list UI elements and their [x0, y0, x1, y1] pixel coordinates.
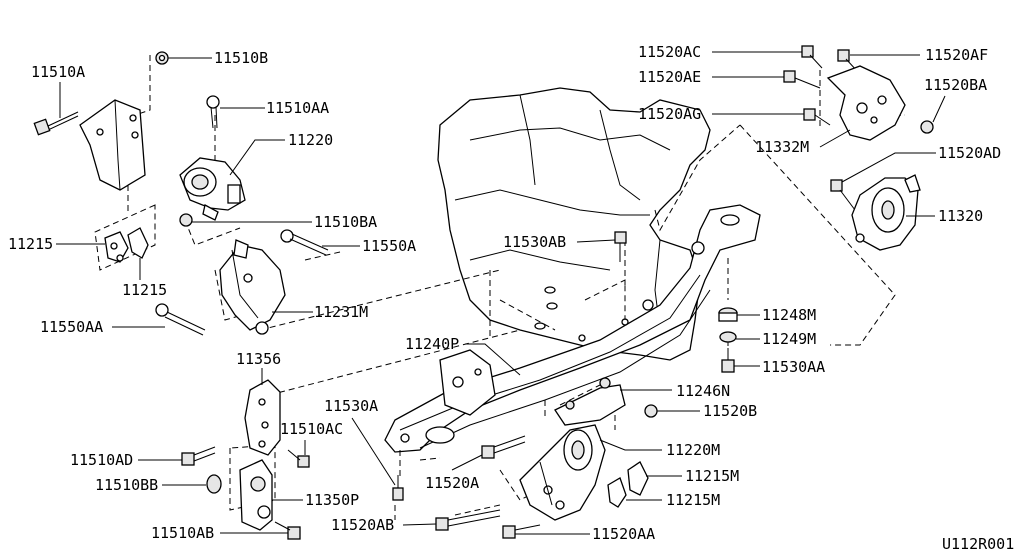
- callout-11510ad: 11510AD: [70, 451, 133, 469]
- callout-11215m-lower: 11215M: [666, 491, 720, 509]
- bolt-11530aa: [721, 348, 735, 373]
- bolt-11520a: [481, 435, 526, 459]
- spacers-11215m: [607, 461, 649, 508]
- front-crossmember: [384, 204, 761, 453]
- callout-11530ab: 11530AB: [503, 233, 566, 251]
- callout-11215-bottom: 11215: [122, 281, 167, 299]
- callout-11510ab: 11510AB: [151, 524, 214, 542]
- callout-11520ae: 11520AE: [638, 68, 701, 86]
- bolt-11530a: [392, 475, 404, 501]
- leader-lines: [56, 51, 946, 535]
- callout-11520b: 11520B: [703, 402, 757, 420]
- callout-11220m: 11220M: [666, 441, 720, 459]
- callout-11320: 11320: [938, 207, 983, 225]
- callout-11248m: 11248M: [762, 306, 816, 324]
- bolt-11520aa: [502, 524, 541, 539]
- callout-11246n: 11246N: [676, 382, 730, 400]
- diagram-code: U112R001: [942, 535, 1014, 553]
- nut-11510b: [155, 51, 169, 65]
- bolt-11550a: [280, 229, 329, 256]
- callout-11220: 11220: [288, 131, 333, 149]
- insulator-11220m: [519, 424, 606, 521]
- callout-11231m: 11231M: [314, 303, 368, 321]
- callout-11215-left: 11215: [8, 235, 53, 253]
- bolt-11510a: [33, 111, 79, 136]
- nut-11520b: [644, 404, 658, 418]
- bolt-11520ab: [435, 509, 501, 531]
- bolt-11550aa: [155, 303, 206, 336]
- callout-11510aa: 11510AA: [266, 99, 329, 117]
- part-number-labels: 11510A 11510B 11510AA 11220 11510BA 1155…: [8, 43, 1014, 553]
- callout-11550a: 11550A: [362, 237, 416, 255]
- nut-11510ba: [179, 213, 193, 227]
- insulator-11350p: [239, 459, 273, 531]
- insulator-11320: [851, 174, 921, 251]
- callout-11550aa: 11550AA: [40, 318, 103, 336]
- bracket-11246n: [554, 377, 626, 426]
- callout-11520aa: 11520AA: [592, 525, 655, 543]
- insulator-11220: [179, 157, 246, 221]
- callout-11520ab: 11520AB: [331, 516, 394, 534]
- engine-block: [437, 87, 711, 361]
- bolt-11510ad: [181, 446, 216, 466]
- lh-mount-bracket-11510a: [79, 99, 146, 191]
- callout-11520ad: 11520AD: [938, 144, 1001, 162]
- callout-11215m-upper: 11215M: [685, 467, 739, 485]
- bolt-11520ac: [801, 45, 823, 69]
- callout-11510b: 11510B: [214, 49, 268, 67]
- callout-11520ba: 11520BA: [924, 76, 987, 94]
- callout-11530a: 11530A: [324, 397, 378, 415]
- bolt-11510aa: [206, 95, 220, 129]
- bolt-11510ab: [274, 521, 301, 540]
- bracket-11231m: [219, 239, 286, 335]
- callout-11240p: 11240P: [405, 335, 459, 353]
- bolt-11520ad: [830, 179, 856, 211]
- bolt-11520ag: [803, 108, 831, 126]
- callout-11530aa: 11530AA: [762, 358, 825, 376]
- callout-11350p: 11350P: [305, 491, 359, 509]
- bolt-11530ab: [614, 231, 627, 262]
- callout-11510ac: 11510AC: [280, 420, 343, 438]
- nut-11520ba: [920, 120, 934, 134]
- bolt-11520ae: [783, 70, 821, 89]
- bracket-11356: [244, 379, 281, 456]
- washer-11510bb: [206, 474, 222, 494]
- bracket-11332m: [826, 65, 906, 141]
- callout-11510ba: 11510BA: [314, 213, 377, 231]
- callout-11510bb: 11510BB: [95, 476, 158, 494]
- washer-11249m: [719, 331, 737, 343]
- stopper-11248m: [718, 307, 738, 322]
- bolt-11510ac: [287, 449, 310, 468]
- callout-11520ag: 11520AG: [638, 105, 701, 123]
- callout-11249m: 11249M: [762, 330, 816, 348]
- callout-11520ac: 11520AC: [638, 43, 701, 61]
- callout-11510a: 11510A: [31, 63, 85, 81]
- callout-11520a: 11520A: [425, 474, 479, 492]
- callout-11356: 11356: [236, 350, 281, 368]
- callout-11332m: 11332M: [755, 138, 809, 156]
- callout-11520af: 11520AF: [925, 46, 988, 64]
- spacers-11215: [104, 227, 149, 263]
